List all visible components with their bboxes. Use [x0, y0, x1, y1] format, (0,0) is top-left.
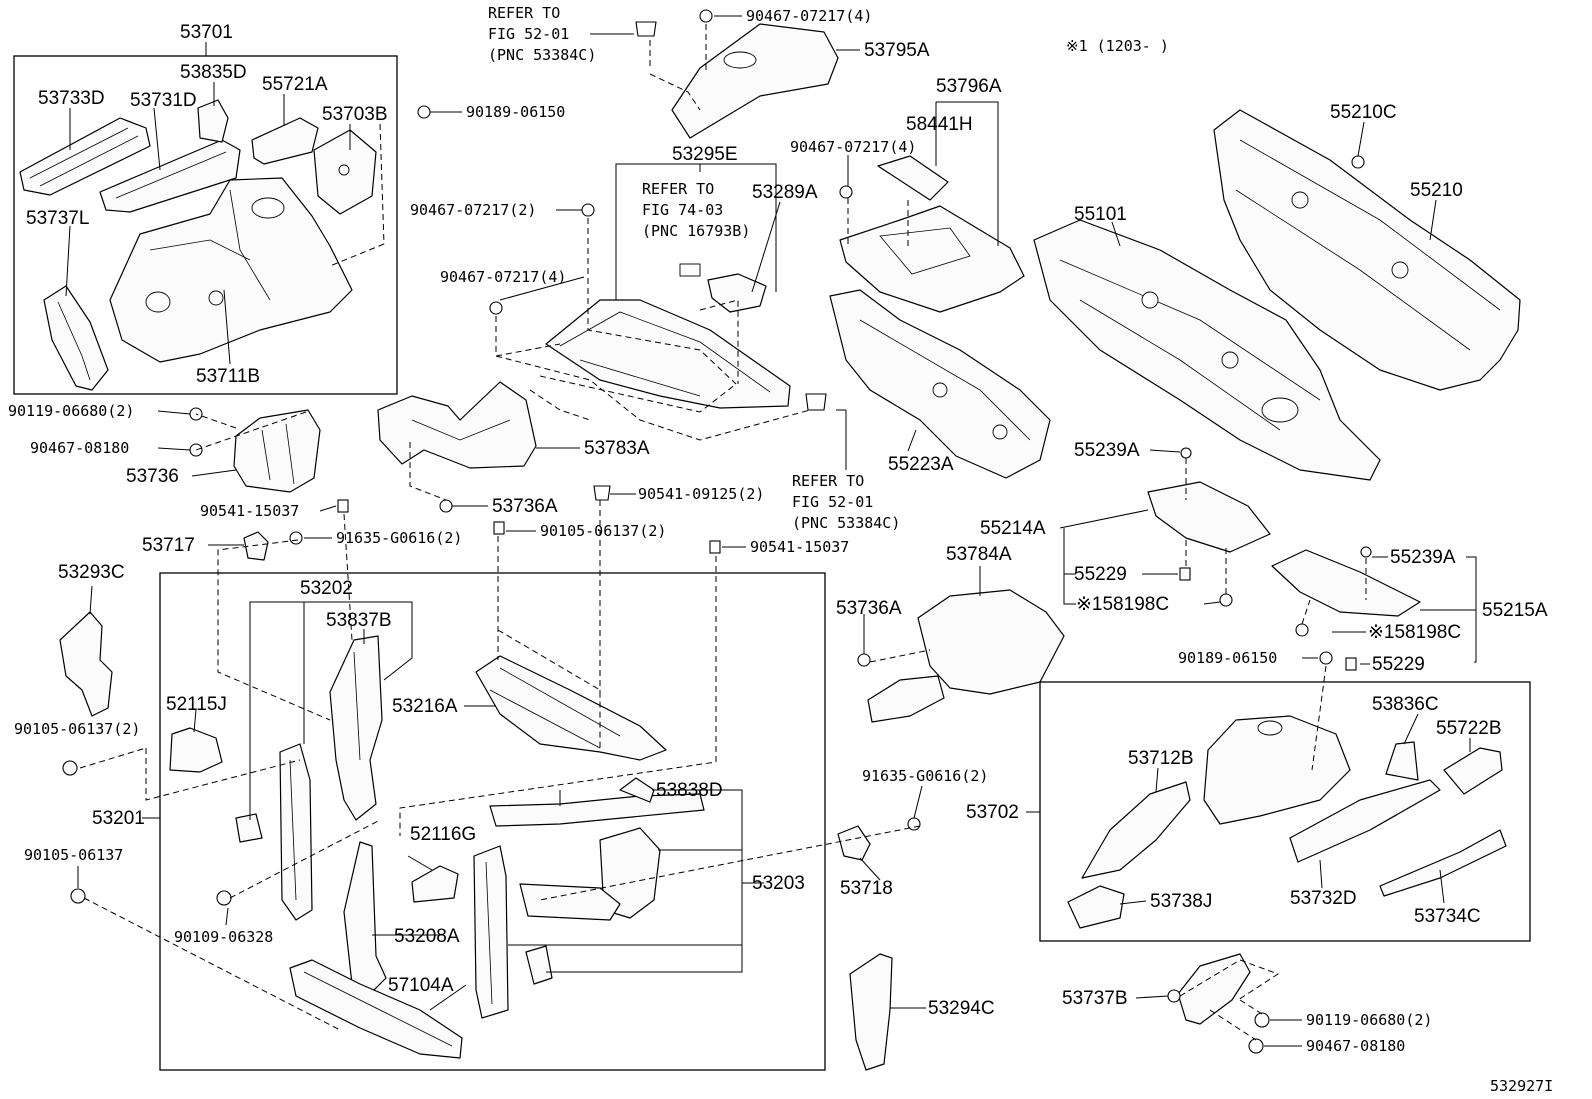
refer-note-1: REFER TO FIG 52-01 (PNC 53384C) [488, 4, 596, 64]
label-90467-08180-a: 90467-08180 [30, 439, 129, 457]
refer-note-2-line-1: REFER TO [642, 180, 714, 198]
label-53836C: 53836C [1372, 694, 1439, 715]
label-53208A: 53208A [394, 926, 460, 947]
refer-note-3-line-3: (PNC 53384C) [792, 514, 900, 532]
label-55101: 55101 [1074, 204, 1127, 225]
label-91635-G0616-b: 91635-G0616(2) [862, 767, 988, 785]
label-55239A-a: 55239A [1074, 440, 1140, 461]
refer-note-3: REFER TO FIG 52-01 (PNC 53384C) [792, 472, 900, 532]
label-53737L: 53737L [26, 208, 89, 229]
label-58441H: 58441H [906, 114, 973, 135]
label-53289A: 53289A [752, 182, 818, 203]
label-53731D: 53731D [130, 90, 197, 111]
refer-note-3-line-1: REFER TO [792, 472, 864, 490]
label-90109-06328: 90109-06328 [174, 928, 273, 946]
part-shapes [19, 23, 1521, 1071]
label-53202: 53202 [300, 578, 353, 599]
label-53216A: 53216A [392, 696, 458, 717]
label-53737B: 53737B [1062, 988, 1128, 1009]
label-53293C: 53293C [58, 562, 125, 583]
label-90541-09125: 90541-09125(2) [638, 485, 764, 503]
label-53201: 53201 [92, 808, 145, 829]
label-53718: 53718 [840, 878, 893, 899]
label-55215A: 55215A [1482, 600, 1548, 621]
refer-note-1-line-1: REFER TO [488, 4, 560, 22]
label-53736: 53736 [126, 466, 179, 487]
label-53838D: 53838D [656, 780, 723, 801]
label-53712B: 53712B [1128, 748, 1194, 769]
label-90119-06680-a: 90119-06680(2) [8, 402, 134, 420]
label-53711B: 53711B [196, 366, 260, 387]
refer-note-2-line-2: FIG 74-03 [642, 201, 723, 219]
label-53837B: 53837B [326, 610, 392, 631]
label-53717: 53717 [142, 535, 195, 556]
label-58198C-a: ※158198C [1076, 594, 1169, 615]
fasteners [62, 9, 1372, 1054]
label-53795A: 53795A [864, 40, 930, 61]
label-52115J: 52115J [166, 694, 227, 715]
label-90105-06137-2b: 90105-06137(2) [540, 522, 666, 540]
refer-note-1-line-2: FIG 52-01 [488, 25, 569, 43]
label-55229-b: 55229 [1372, 654, 1425, 675]
label-90105-06137-2: 90105-06137(2) [14, 720, 140, 738]
label-52116G: 52116G [410, 824, 476, 845]
label-90467-07217-4-r: 90467-07217(4) [790, 138, 916, 156]
label-55239A-b: 55239A [1390, 547, 1456, 568]
refer-note-2: REFER TO FIG 74-03 (PNC 16793B) [642, 180, 750, 240]
label-90541-15037-a: 90541-15037 [200, 502, 299, 520]
label-53203: 53203 [752, 873, 805, 894]
part-labels: 53701 53835D 53733D 53731D 55721A 53703B… [8, 7, 1553, 1095]
label-90189-06150-a: 90189-06150 [466, 103, 565, 121]
label-53732D: 53732D [1290, 888, 1357, 909]
refer-note-2-line-3: (PNC 16793B) [642, 222, 750, 240]
label-91635-G0616-a: 91635-G0616(2) [336, 529, 462, 547]
group-frame-53201 [159, 572, 826, 1071]
label-55210C: 55210C [1330, 102, 1397, 123]
label-55722B: 55722B [1436, 718, 1502, 739]
label-53703B: 53703B [322, 104, 388, 125]
label-90189-06150-b: 90189-06150 [1178, 649, 1277, 667]
label-53835D: 53835D [180, 62, 247, 83]
date-note: ※1 (1203- ) [1066, 37, 1169, 55]
refer-note-1-line-3: (PNC 53384C) [488, 46, 596, 64]
label-90105-06137: 90105-06137 [24, 846, 123, 864]
refer-note-3-line-2: FIG 52-01 [792, 493, 873, 511]
label-53733D: 53733D [38, 88, 105, 109]
label-55229-a: 55229 [1074, 564, 1127, 585]
label-58198C-b: ※158198C [1368, 622, 1461, 643]
label-53734C: 53734C [1414, 906, 1481, 927]
leader-lines [65, 15, 1477, 1047]
label-53738J: 53738J [1150, 891, 1212, 912]
label-90467-07217-4-mid: 90467-07217(4) [440, 268, 566, 286]
label-53736A-a: 53736A [492, 496, 558, 517]
label-55210: 55210 [1410, 180, 1463, 201]
label-90467-08180-b: 90467-08180 [1306, 1037, 1405, 1055]
label-90467-07217-4-top: 90467-07217(4) [746, 7, 872, 25]
label-53784A: 53784A [946, 544, 1012, 565]
label-55223A: 55223A [888, 454, 954, 475]
label-57104A: 57104A [388, 975, 454, 996]
label-90467-07217-2: 90467-07217(2) [410, 201, 536, 219]
label-90541-15037-b: 90541-15037 [750, 538, 849, 556]
label-53295E: 53295E [672, 144, 738, 165]
label-53701: 53701 [180, 22, 233, 43]
label-55214A: 55214A [980, 518, 1046, 539]
label-53796A: 53796A [936, 76, 1002, 97]
figure-id: 532927I [1490, 1077, 1553, 1095]
label-90119-06680-b: 90119-06680(2) [1306, 1011, 1432, 1029]
label-53783A: 53783A [584, 438, 650, 459]
label-53294C: 53294C [928, 998, 995, 1019]
label-53702: 53702 [966, 802, 1019, 823]
label-55721A: 55721A [262, 74, 328, 95]
label-53736A-b: 53736A [836, 598, 902, 619]
